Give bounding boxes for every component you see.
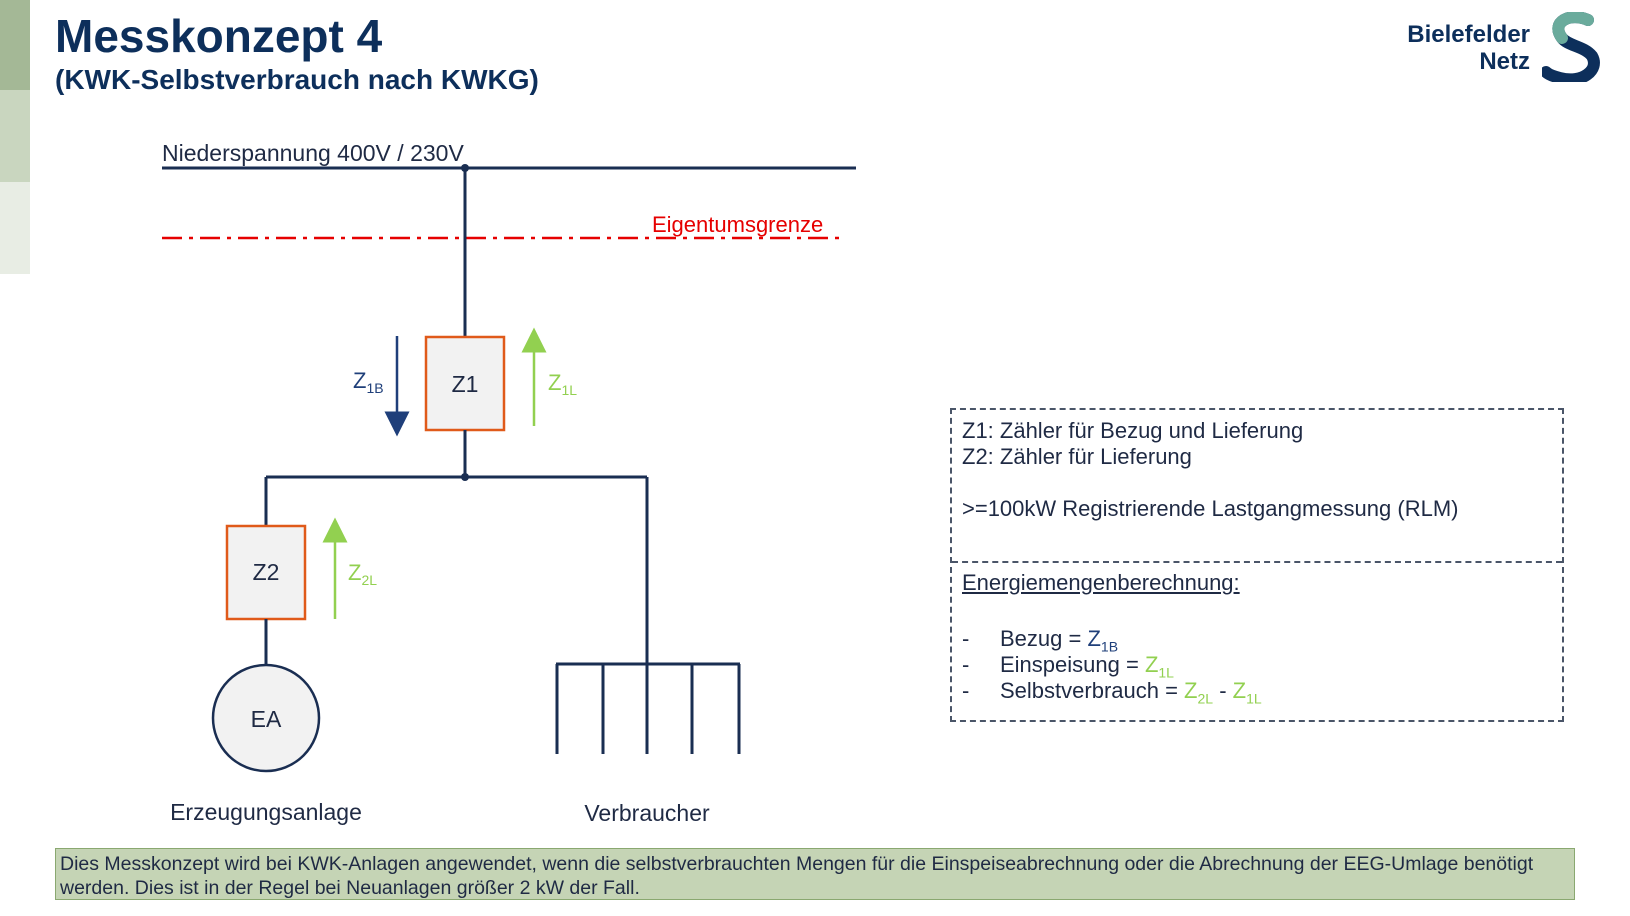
info-line-z2: Z2: Zähler für Lieferung — [962, 444, 1192, 469]
sidebar-accent-middle — [0, 90, 30, 182]
formula-minus: - — [1213, 678, 1233, 703]
formula-selbst-var2: Z1L — [1232, 678, 1262, 707]
info-divider — [952, 561, 1562, 563]
meter-info-box: Z1: Zähler für Bezug und Lieferung Z2: Z… — [950, 408, 1564, 722]
formula-dash: - — [962, 652, 970, 677]
logo-mark-icon — [1542, 12, 1600, 82]
page-title: Messkonzept 4 — [55, 10, 383, 62]
formula-dash: - — [962, 626, 970, 651]
meter-z1 — [424, 335, 506, 432]
z2l-label: Z2L — [348, 560, 377, 588]
z1l-label: Z1L — [548, 370, 577, 398]
formula-bezug-label: Bezug = — [1000, 626, 1088, 651]
z1b-subscript: 1B — [366, 380, 383, 396]
z1b-label: Z1B — [353, 368, 384, 396]
info-line-rlm: >=100kW Registrierende Lastgangmessung (… — [962, 496, 1459, 521]
sidebar-accent-top — [0, 0, 30, 90]
busbar-label: Niederspannung 400V / 230V — [162, 140, 464, 166]
formula-einspeisung-var: Z1L — [1144, 652, 1174, 681]
generator-symbol — [211, 663, 321, 773]
generator-caption: Erzeugungsanlage — [170, 799, 362, 825]
sidebar-accent-bottom — [0, 182, 30, 274]
meter-z2-label: Z2 — [253, 559, 280, 585]
z1l-subscript: 1L — [561, 382, 577, 398]
formula-einspeisung: - Einspeisung = Z1L — [962, 652, 1174, 680]
logo-text-line1: Bielefelder — [1407, 21, 1530, 48]
ownership-boundary-label: Eigentumsgrenze — [652, 212, 823, 237]
z2l-subscript: 2L — [361, 572, 377, 588]
footnote-text: Dies Messkonzept wird bei KWK-Anlagen an… — [60, 853, 1534, 900]
energy-calc-heading: Energiemengenberechnung: — [962, 570, 1240, 595]
formula-dash: - — [962, 678, 970, 703]
page-subtitle: (KWK-Selbstverbrauch nach KWKG) — [55, 64, 539, 95]
formula-selbst-label: Selbstverbrauch = — [1000, 678, 1185, 703]
formula-selbst-var1: Z2L — [1184, 678, 1214, 707]
formula-bezug: - Bezug = Z1B — [962, 626, 1118, 654]
generator-label-ea: EA — [251, 706, 282, 732]
consumer-caption: Verbraucher — [584, 800, 710, 826]
company-logo: Bielefelder Netz — [1407, 21, 1530, 76]
meter-z1-label: Z1 — [452, 371, 479, 397]
formula-selbstverbrauch: - Selbstverbrauch = Z2L - Z1L — [962, 678, 1262, 706]
logo-text-line2: Netz — [1479, 47, 1530, 75]
info-line-z1: Z1: Zähler für Bezug und Lieferung — [962, 418, 1304, 443]
formula-bezug-var: Z1B — [1087, 626, 1119, 655]
footnote-box: Dies Messkonzept wird bei KWK-Anlagen an… — [55, 848, 1575, 900]
formula-einspeisung-label: Einspeisung = — [1000, 652, 1145, 677]
